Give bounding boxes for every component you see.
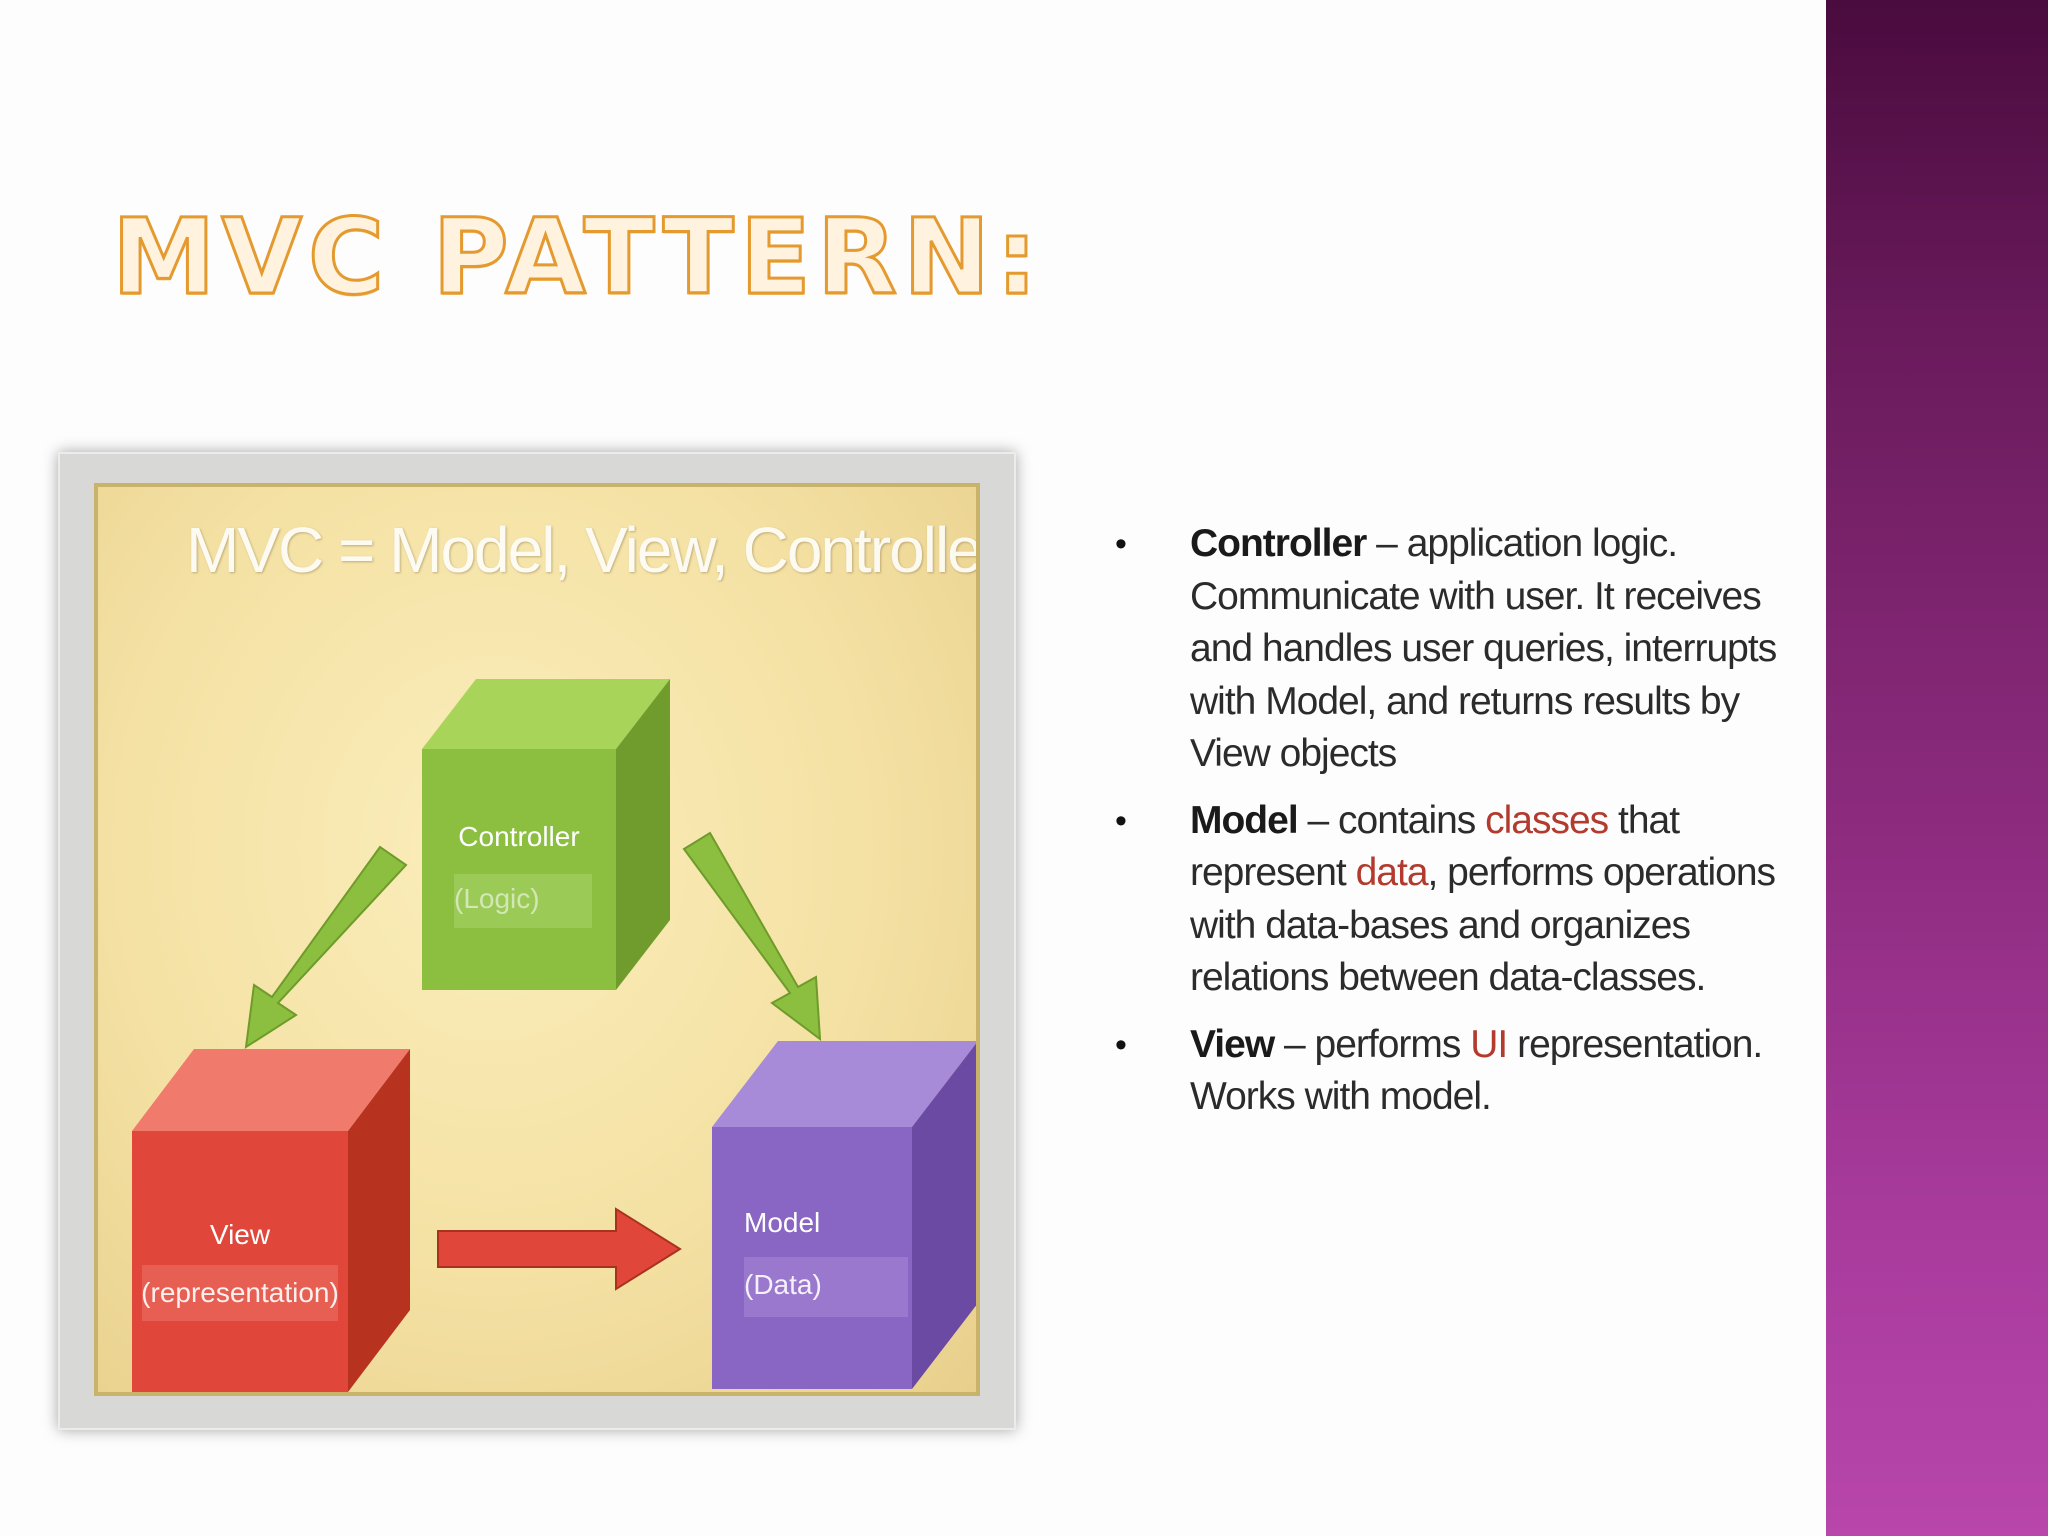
- bullet-highlight: data: [1355, 851, 1429, 894]
- view-cube: [132, 1049, 410, 1392]
- model-cube: [712, 1041, 976, 1389]
- bullet-term: Model: [1190, 798, 1299, 842]
- model-cube-side: [912, 1043, 976, 1389]
- bullet-controller: • Controller – application logic. Commun…: [1110, 518, 1810, 781]
- bullet-text: , performs operations with data-bases an…: [1190, 851, 1776, 999]
- model-cube-top: [712, 1041, 976, 1127]
- controller-cube: [422, 679, 670, 990]
- arrow-view-to-model: [437, 1207, 682, 1291]
- bullet-glyph: •: [1115, 525, 1127, 563]
- bullet-term: View: [1190, 1022, 1275, 1066]
- model-sublabel-box: [744, 1257, 908, 1317]
- diagram-picture-frame: MVC = Model, View, Controller Controller…: [58, 452, 1016, 1430]
- controller-label: Controller: [458, 821, 580, 852]
- bullet-highlight: classes: [1485, 798, 1609, 842]
- view-cube-top: [132, 1049, 410, 1131]
- controller-sublabel-box: [454, 874, 592, 928]
- bullet-text: – application logic. Communicate with us…: [1190, 522, 1777, 775]
- view-label: View: [209, 1219, 271, 1250]
- controller-cube-side: [616, 679, 670, 990]
- bullet-glyph: •: [1115, 801, 1127, 840]
- bullet-term: Controller: [1190, 522, 1367, 565]
- view-cube-front: [132, 1131, 348, 1392]
- slide-title: MVC PATTERN:: [111, 196, 1044, 318]
- view-cube-side: [348, 1049, 410, 1392]
- controller-cube-top: [422, 679, 670, 749]
- view-sublabel-box: [142, 1265, 338, 1321]
- bullet-text: – contains: [1297, 798, 1486, 842]
- view-sublabel: (representation): [141, 1277, 339, 1308]
- bullet-view: • View – performs UI representation. Wor…: [1110, 1019, 1810, 1124]
- controller-sublabel: (Logic): [454, 883, 540, 914]
- model-sublabel: (Data): [744, 1269, 822, 1300]
- bullet-model: • Model – contains classes that represen…: [1110, 795, 1810, 1005]
- diagram-canvas: MVC = Model, View, Controller Controller…: [94, 483, 980, 1396]
- arrow-controller-to-model: [682, 831, 822, 1042]
- side-decoration-band: [1826, 0, 2048, 1536]
- bullet-glyph: •: [1115, 1025, 1127, 1064]
- bullet-text: that represent: [1190, 798, 1680, 895]
- arrow-controller-to-view: [244, 845, 408, 1049]
- bullet-text: – performs: [1274, 1022, 1471, 1066]
- bullet-list: • Controller – application logic. Commun…: [1110, 518, 1810, 1138]
- controller-cube-front: [422, 749, 616, 990]
- mvc-diagram: [132, 679, 976, 1392]
- model-label: Model: [744, 1207, 821, 1238]
- bullet-text: representation. Works with model.: [1190, 1022, 1763, 1119]
- bullet-highlight: UI: [1470, 1022, 1508, 1066]
- diagram-title: MVC = Model, View, Controller: [186, 514, 980, 586]
